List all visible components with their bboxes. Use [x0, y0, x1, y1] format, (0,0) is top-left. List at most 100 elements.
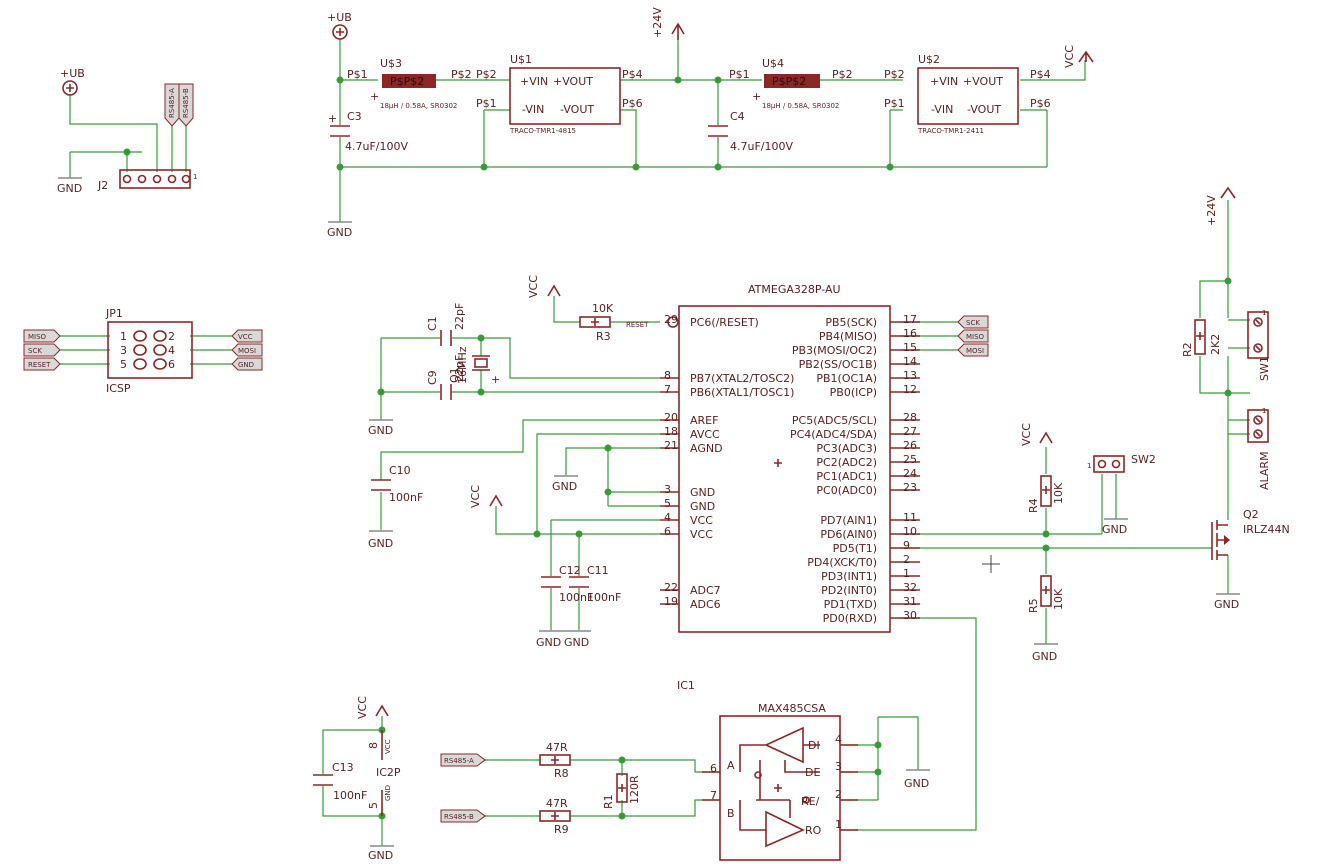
capacitor-c3: C3 4.7uF/100V + — [328, 110, 408, 153]
mcu-right-pin-name: PB5(SCK) — [825, 316, 877, 329]
j2-rs485a: RS485-A — [168, 88, 176, 118]
vcc-left: VCC — [469, 485, 503, 508]
icsp-pin5: 5 — [120, 358, 127, 371]
gnd-c10-label: GND — [368, 537, 393, 550]
mcu-right-pin-number: 13 — [903, 369, 917, 382]
u1-p4: P$4 — [622, 68, 643, 81]
supply-ub-top: +UB — [327, 11, 352, 40]
mcu-right-pin-name: PC2(ADC2) — [816, 456, 877, 469]
mcu-left-pin-number: 5 — [664, 497, 671, 510]
q1-value: 16MHz — [456, 346, 469, 384]
mcu-left-pin-number: 7 — [664, 383, 671, 396]
gnd-j2: GND — [57, 177, 82, 195]
icsp-name: JP1 — [105, 307, 123, 320]
max485-ro: RO — [805, 824, 822, 837]
mcu-right-pin-number: 24 — [903, 467, 917, 480]
mcu-right-pin-name: PD4(XCK/T0) — [807, 556, 877, 569]
gnd-max485-label: GND — [904, 777, 929, 790]
mcu-left-pin-number: 22 — [664, 581, 678, 594]
switch-sw2: SW2 1 — [1087, 453, 1156, 473]
gnd-r5: GND — [1032, 643, 1058, 663]
c13-label: C13 — [332, 761, 354, 774]
u4-plus: + — [752, 90, 761, 103]
u3-plus: + — [370, 90, 379, 103]
mcu-right-pin-name: PD7(AIN1) — [820, 514, 877, 527]
mcu-left-pin-number: 8 — [664, 369, 671, 382]
mcu-right-pin-number: 1 — [903, 567, 910, 580]
r3-label: R3 — [596, 330, 611, 343]
mcu-right-pin-name: PD6(AIN0) — [820, 528, 877, 541]
u1-label: U$1 — [510, 53, 532, 66]
mcu-right-pin-name: PD5(T1) — [833, 542, 877, 555]
mcu-right-pin-name: PB0(ICP) — [830, 386, 877, 399]
r5-value: 10K — [1052, 588, 1065, 610]
ic2-label: IC2P — [376, 766, 401, 779]
c12-label: C12 — [559, 564, 581, 577]
mcu-right-pin-number: 10 — [903, 525, 917, 538]
c3-value: 4.7uF/100V — [345, 140, 408, 153]
max485-di: DI — [808, 739, 820, 752]
gnd-label: GND — [327, 226, 352, 239]
sw2-pin: 1 — [1087, 462, 1091, 470]
spi-flag-miso: MISO — [966, 333, 985, 341]
sw1-pin: 1 — [1262, 309, 1266, 317]
plus24-right-label: +24V — [1205, 195, 1218, 226]
ic2-gnd: GND — [384, 785, 392, 801]
capacitor-c11: C11 100nF — [569, 564, 621, 604]
gnd-c12-label: GND — [536, 636, 561, 649]
max485-pin-de: 3 — [835, 760, 842, 773]
gnd-c12-c11: GND GND — [536, 630, 591, 649]
c12-value: 100nF — [559, 591, 593, 604]
r2-value: 2K2 — [1209, 334, 1222, 355]
r4-value: 10K — [1052, 482, 1065, 504]
u1-vout: +VOUT — [553, 75, 593, 88]
supply-24v-right: +24V — [1205, 186, 1236, 226]
mcu-left-pin-number: 18 — [664, 425, 678, 438]
u3-value: 18µH / 0.58A, SR0302 — [380, 102, 457, 110]
gnd-top: GND — [327, 221, 352, 239]
j2-label: J2 — [97, 179, 108, 192]
capacitor-c9: C9 22pF — [426, 355, 466, 400]
mcu-left-pin-name: PB7(XTAL2/TOSC2) — [690, 372, 794, 385]
vcc-r4-label: VCC — [1020, 423, 1033, 446]
icsp-flag-miso: MISO — [28, 333, 47, 341]
u2-p4: P$4 — [1030, 68, 1051, 81]
mcu-right-pin-number: 28 — [903, 411, 917, 424]
gnd-ic2: GND — [368, 845, 394, 862]
mcu-right-pin-number: 17 — [903, 313, 917, 326]
gnd-q2-label: GND — [1214, 598, 1239, 611]
mcu-left-pin-name: ADC6 — [690, 598, 721, 611]
c1-label: C1 — [426, 316, 439, 331]
gnd-r5-label: GND — [1032, 650, 1057, 663]
u3-label: U$3 — [380, 57, 402, 70]
gnd-crystal: GND — [368, 419, 393, 437]
mcu-right-pin-name: PD1(TXD) — [824, 598, 877, 611]
u2-p1: P$1 — [884, 97, 905, 110]
u4-inner: P$P$2 — [772, 75, 806, 88]
r5-label: R5 — [1027, 598, 1040, 613]
vcc-r4: VCC — [1020, 423, 1053, 446]
inductor-u3: U$3 P$1 P$2 P$P$2 18µH / 0.58A, SR0302 + — [347, 57, 472, 110]
mcu-left-pin-name: PB6(XTAL1/TOSC1) — [690, 386, 794, 399]
ic2-pin5: 5 — [367, 802, 380, 809]
vcc-reset-label: VCC — [527, 275, 540, 298]
icsp-pin1: 1 — [120, 330, 127, 343]
u2-part: TRACO-TMR1-2411 — [917, 127, 984, 135]
mcu-left-pin-number: 21 — [664, 439, 678, 452]
mcu-right-pin-name: PD0(RXD) — [823, 612, 877, 625]
r9-value: 47R — [546, 797, 568, 810]
junctions — [123, 76, 1232, 820]
gnd-sw2: GND — [1102, 518, 1128, 536]
mcu-left-pin-number: 4 — [664, 511, 671, 524]
gnd-sw2-label: GND — [1102, 523, 1127, 536]
u1-vinn: -VIN — [522, 103, 544, 116]
mcu-right-pin-number: 2 — [903, 553, 910, 566]
sw1-label: SW1 — [1258, 356, 1271, 381]
mcu-right-pin-name: PD3(INT1) — [821, 570, 877, 583]
c9-label: C9 — [426, 370, 439, 385]
rs485-flags: RS485-A RS485-B — [440, 753, 486, 823]
mcu-left-pin-name: AREF — [690, 414, 718, 427]
c11-label: C11 — [587, 564, 609, 577]
mcu-right-pin-number: 11 — [903, 511, 917, 524]
mcu-left-pin-name: GND — [690, 486, 715, 499]
